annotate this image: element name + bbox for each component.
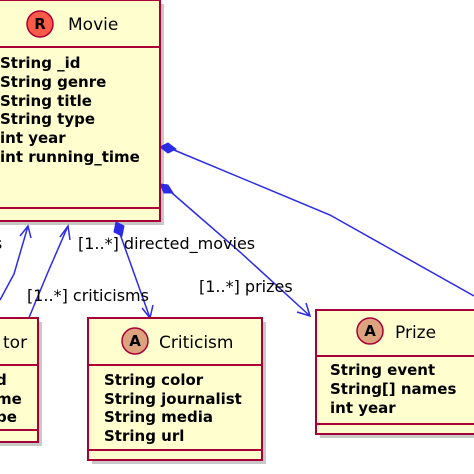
movie-stereotype-circle bbox=[26, 10, 54, 38]
actor-class-box[interactable] bbox=[0, 317, 39, 443]
diamond-prizes bbox=[159, 183, 174, 194]
movie-attr-year: int year bbox=[0, 129, 66, 147]
movie-attr-title: String title bbox=[0, 92, 92, 110]
criticism-class-box[interactable] bbox=[87, 317, 263, 461]
movie-attr-genre: String genre bbox=[0, 73, 106, 91]
actor-attr-fragment-3: pe bbox=[0, 408, 17, 426]
movie-stereotype-letter: R bbox=[34, 15, 46, 33]
prize-attr-year: int year bbox=[330, 399, 396, 417]
prize-stereotype-circle bbox=[356, 317, 384, 345]
actor-class-name-fragment: tor bbox=[3, 333, 27, 353]
actor-attr-fragment-2: me bbox=[0, 390, 22, 408]
arrowhead-left-partial bbox=[19, 224, 32, 239]
edge-criticisms bbox=[119, 233, 151, 319]
criticism-stereotype-letter: A bbox=[129, 332, 141, 350]
edge-label-prizes: [1..*] prizes bbox=[199, 277, 293, 296]
diamond-criticisms bbox=[113, 221, 125, 237]
movie-attr-type: String type bbox=[0, 110, 95, 128]
movie-class-name: Movie bbox=[68, 15, 118, 35]
prize-class-name: Prize bbox=[395, 323, 436, 343]
criticism-stereotype-circle bbox=[121, 327, 149, 355]
edge-offscreen-right bbox=[173, 149, 474, 297]
diamond-offscreen-right bbox=[159, 142, 177, 154]
movie-class-box[interactable] bbox=[0, 0, 161, 222]
movie-attr-running-time: int running_time bbox=[0, 148, 140, 166]
arrowhead-prizes bbox=[296, 302, 312, 318]
arrowhead-actor-to-movie bbox=[59, 224, 71, 241]
prize-class-box[interactable] bbox=[315, 309, 474, 435]
actor-attr-fragment-1: d bbox=[0, 371, 7, 389]
criticism-attr-media: String media bbox=[104, 408, 213, 426]
prize-stereotype-letter: A bbox=[364, 322, 376, 340]
prize-attr-event: String event bbox=[330, 361, 435, 379]
criticism-attr-journalist: String journalist bbox=[104, 390, 242, 408]
edge-label-criticisms: [1..*] criticisms bbox=[27, 286, 149, 305]
edge-label-directed-movies: [1..*] directed_movies bbox=[78, 234, 255, 254]
movie-attr-id: String _id bbox=[0, 54, 81, 72]
prize-attr-names: String[] names bbox=[330, 380, 456, 398]
edge-prizes bbox=[171, 192, 311, 317]
edge-label-left-fragment: es bbox=[0, 234, 2, 253]
criticism-attr-color: String color bbox=[104, 371, 204, 389]
edge-actor-to-movie bbox=[27, 225, 69, 321]
criticism-attr-url: String url bbox=[104, 427, 184, 445]
edge-left-partial bbox=[0, 225, 29, 301]
criticism-class-name: Criticism bbox=[159, 333, 233, 353]
